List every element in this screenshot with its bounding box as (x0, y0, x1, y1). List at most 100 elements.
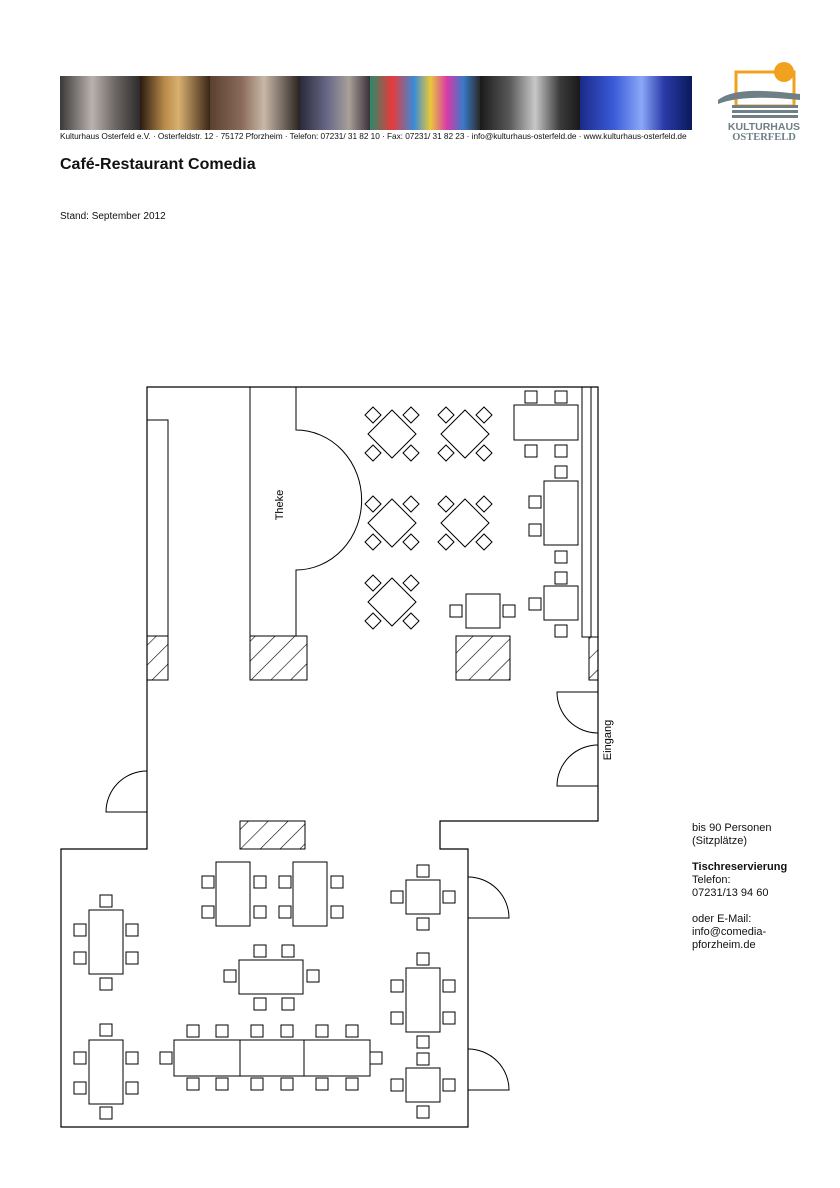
chair (437, 533, 455, 551)
chair (315, 1077, 329, 1091)
chair (99, 977, 113, 991)
chair (125, 1051, 139, 1065)
chair (554, 390, 568, 404)
table (173, 1039, 241, 1077)
chair (416, 952, 430, 966)
chair (364, 406, 382, 424)
chair (554, 465, 568, 479)
chair (253, 905, 267, 919)
wall-panel (146, 419, 169, 637)
chairs (73, 390, 568, 1120)
door (467, 876, 510, 919)
chair (345, 1024, 359, 1038)
chair (437, 406, 455, 424)
chair (280, 1024, 294, 1038)
diamond-table (440, 409, 490, 459)
chair (281, 944, 295, 958)
table (238, 959, 304, 995)
kulturhaus-logo: KULTURHAUS OSTERFELD (718, 62, 800, 143)
logo-stripe (732, 115, 798, 118)
chair (442, 979, 456, 993)
chair (402, 495, 420, 513)
chair (345, 1077, 359, 1091)
diamond-table (440, 498, 490, 548)
table (215, 861, 251, 927)
diamond-table (367, 409, 417, 459)
chair (528, 523, 542, 537)
chair (437, 495, 455, 513)
chair (281, 997, 295, 1011)
chair (330, 875, 344, 889)
door (467, 1048, 510, 1091)
chair (502, 604, 516, 618)
table (405, 879, 441, 915)
chair (201, 905, 215, 919)
chair (416, 917, 430, 931)
chair (524, 444, 538, 458)
chair (186, 1024, 200, 1038)
banner-photo-band (480, 76, 580, 130)
phone-number[interactable]: 07231/13 94 60 (692, 887, 769, 899)
chair (475, 444, 493, 462)
chair (402, 406, 420, 424)
table (405, 967, 441, 1033)
contact-line: Kulturhaus Osterfeld e.V. · Osterfeldstr… (60, 131, 687, 141)
chair (402, 612, 420, 630)
chair (369, 1051, 383, 1065)
capacity-note: (Sitzplätze) (692, 835, 748, 847)
column (239, 820, 306, 850)
chair (442, 1078, 456, 1092)
stand-date: Stand: September 2012 (60, 211, 166, 222)
chair (364, 444, 382, 462)
chair (402, 533, 420, 551)
chair (364, 533, 382, 551)
wall-panel (590, 386, 599, 638)
table (88, 1039, 124, 1105)
chair (99, 894, 113, 908)
logo-stripe (732, 110, 798, 113)
chair (125, 1081, 139, 1095)
banner-photo-puppets (370, 76, 480, 130)
chair (364, 612, 382, 630)
chair (390, 979, 404, 993)
logo-stripe (732, 105, 798, 108)
bar-label: Theke (274, 490, 286, 521)
chair (442, 890, 456, 904)
chair (215, 1024, 229, 1038)
chair (73, 1051, 87, 1065)
chair (416, 864, 430, 878)
chair (125, 923, 139, 937)
chair (201, 875, 215, 889)
banner-photo-crowd (300, 76, 370, 130)
chair (159, 1051, 173, 1065)
chair (554, 444, 568, 458)
outer-wall (60, 386, 599, 1128)
table (543, 480, 579, 546)
chair (253, 875, 267, 889)
entrance-door (556, 691, 599, 787)
table (292, 861, 328, 927)
chair (475, 495, 493, 513)
reservation-heading: Tischreservierung (692, 861, 788, 873)
table (543, 585, 579, 621)
chair (253, 944, 267, 958)
chair (280, 1077, 294, 1091)
chair (99, 1106, 113, 1120)
chair (475, 406, 493, 424)
wall-panel (581, 386, 592, 638)
banner-photo-dancers (60, 76, 140, 130)
chair (278, 875, 292, 889)
chair (416, 1105, 430, 1119)
logo-wave (718, 90, 800, 104)
email-address[interactable]: info@comedia-pforzheim.de (692, 926, 767, 951)
chair (528, 495, 542, 509)
diamond-table (367, 498, 417, 548)
diamond-tables (364, 406, 493, 630)
chair (402, 574, 420, 592)
chair (250, 1024, 264, 1038)
chair (215, 1077, 229, 1091)
chair (475, 533, 493, 551)
chair (390, 1011, 404, 1025)
door (105, 770, 148, 813)
